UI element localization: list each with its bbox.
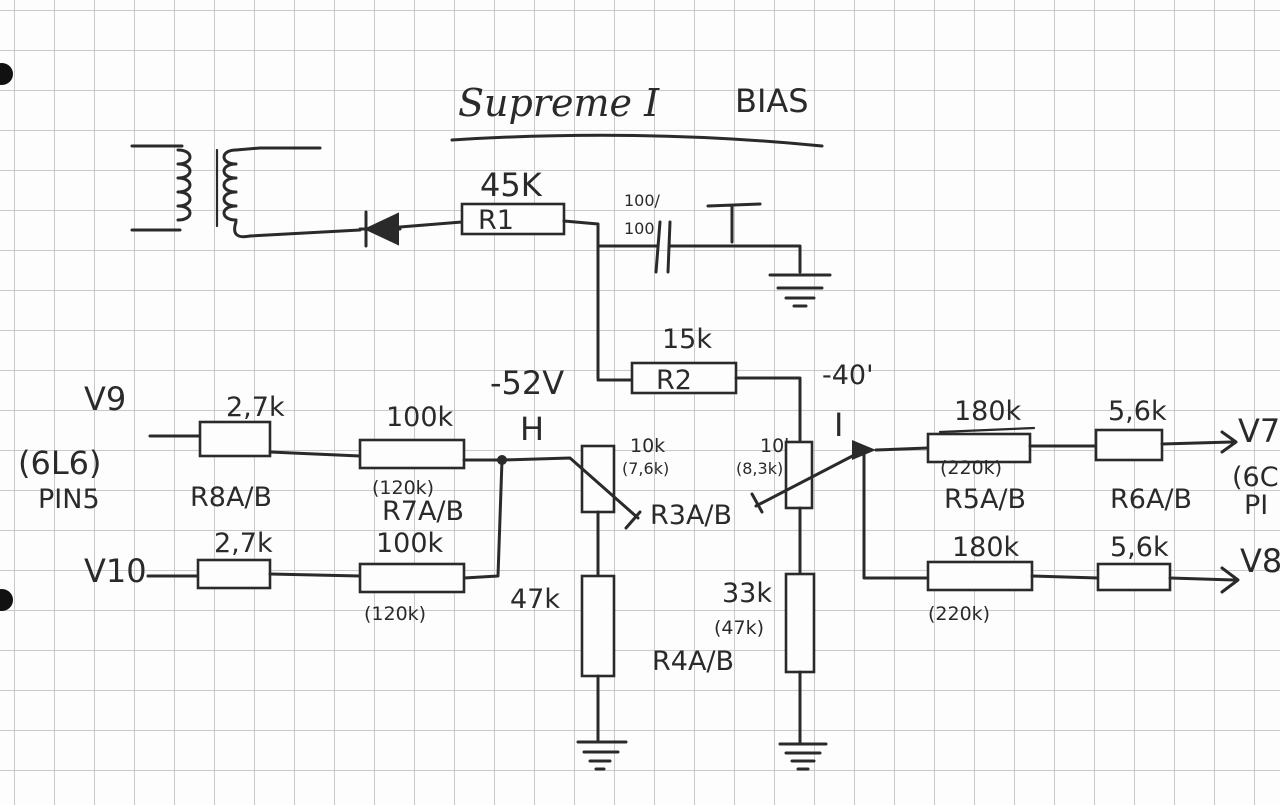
r7-alt-2: (120k) bbox=[364, 603, 426, 625]
wire-r8a-r7a bbox=[268, 450, 362, 458]
v9-label: V9 bbox=[84, 380, 126, 418]
binder-hole-bottom bbox=[0, 589, 13, 611]
resistor-r4 bbox=[784, 572, 816, 674]
v7-pin: PI bbox=[1244, 490, 1268, 521]
resistor-47k bbox=[580, 574, 616, 678]
v7-tube: (6C bbox=[1232, 462, 1279, 493]
wire-r5b-r6b bbox=[1030, 574, 1100, 580]
node-i-voltage: -40' bbox=[822, 360, 874, 391]
r5-value-underline bbox=[938, 426, 1036, 434]
title-sub: BIAS bbox=[735, 82, 809, 120]
v9-tube: (6L6) bbox=[18, 444, 102, 482]
r7-ref: R7A/B bbox=[382, 496, 464, 527]
r5-value: 180k bbox=[954, 396, 1022, 427]
title-underline bbox=[450, 133, 824, 148]
node-h-voltage: -52V bbox=[490, 364, 564, 402]
diode-symbol bbox=[358, 210, 464, 248]
r8-value-2: 2,7k bbox=[214, 528, 273, 559]
resistor-r7a bbox=[358, 438, 466, 470]
r1-value: 45K bbox=[480, 166, 543, 204]
r3-value: 10k bbox=[630, 435, 665, 457]
r6-value-2: 5,6k bbox=[1110, 532, 1169, 563]
r7-alt: (120k) bbox=[372, 477, 434, 499]
resistor-r1 bbox=[460, 202, 566, 236]
wire-node-r7b bbox=[462, 458, 504, 580]
r5-alt-2: (220k) bbox=[928, 603, 990, 625]
r1-ref: R1 bbox=[478, 205, 514, 236]
r5-alt: (220k) bbox=[940, 457, 1002, 479]
cap-value-top: 100/ bbox=[624, 191, 661, 210]
r2-ref: R2 bbox=[656, 365, 692, 396]
r3b-wiper bbox=[754, 448, 866, 508]
v9-pin: PIN5 bbox=[38, 484, 100, 515]
resistor-r6b bbox=[1096, 562, 1172, 592]
resistor-r8b bbox=[196, 558, 272, 590]
r3b-wiper-tip bbox=[750, 492, 764, 514]
wire-r6a-v7 bbox=[1160, 440, 1234, 446]
wire-i-r5b bbox=[862, 448, 930, 580]
ground-symbol-cap bbox=[768, 273, 832, 308]
r4-alt: (47k) bbox=[714, 617, 764, 639]
cap-value-bottom: 100 bbox=[624, 219, 655, 238]
potentiometer-r3b bbox=[784, 440, 814, 510]
node-i-label: I bbox=[834, 406, 843, 444]
r6-value: 5,6k bbox=[1108, 396, 1167, 427]
v10-label: V10 bbox=[84, 552, 147, 590]
r5-ref: R5A/B bbox=[944, 484, 1026, 515]
v7-label: V7 bbox=[1238, 412, 1280, 450]
arrow-v7 bbox=[1220, 430, 1238, 454]
wire-r1-node bbox=[562, 219, 600, 380]
wire-r8b-r7b bbox=[268, 572, 362, 578]
r6-ref: R6A/B bbox=[1110, 484, 1192, 515]
r2-value: 15k bbox=[662, 324, 712, 355]
r4-ref: R4A/B bbox=[652, 646, 734, 677]
wire-r2-right bbox=[734, 376, 802, 444]
r3-wiper bbox=[500, 456, 640, 520]
resistor-r7b bbox=[358, 562, 466, 594]
resistor-r5b bbox=[926, 560, 1034, 592]
resistor-r6a bbox=[1094, 428, 1164, 462]
transformer-symbol bbox=[130, 144, 362, 239]
potentiometer-r3 bbox=[580, 444, 616, 514]
title-main: Supreme I bbox=[458, 81, 660, 125]
binder-hole-top bbox=[0, 63, 13, 85]
v8-label: V8 bbox=[1240, 542, 1280, 580]
r47-value: 47k bbox=[510, 584, 560, 615]
wire-i-r5a bbox=[874, 446, 930, 452]
ground-symbol-left bbox=[576, 740, 628, 771]
wire-r6b-v8 bbox=[1168, 576, 1236, 582]
r3-alt: (7,6k) bbox=[622, 459, 669, 478]
r5-value-2: 180k bbox=[952, 532, 1020, 563]
r3-wiper-tip bbox=[624, 510, 642, 530]
r3-ref: R3A/B bbox=[650, 500, 732, 531]
r7-value: 100k bbox=[386, 402, 454, 433]
capacitor-symbol bbox=[596, 202, 802, 274]
r4-value: 33k bbox=[722, 578, 772, 609]
node-h-label: H bbox=[520, 410, 544, 448]
ground-symbol-right bbox=[778, 742, 828, 771]
arrow-v8 bbox=[1220, 566, 1240, 594]
r3b-alt: (8,3k) bbox=[736, 459, 783, 478]
r7-value-2: 100k bbox=[376, 528, 444, 559]
r8-value: 2,7k bbox=[226, 392, 285, 423]
resistor-r8a bbox=[198, 420, 272, 458]
resistor-r5a bbox=[926, 432, 1032, 464]
r8-ref: R8A/B bbox=[190, 482, 272, 513]
